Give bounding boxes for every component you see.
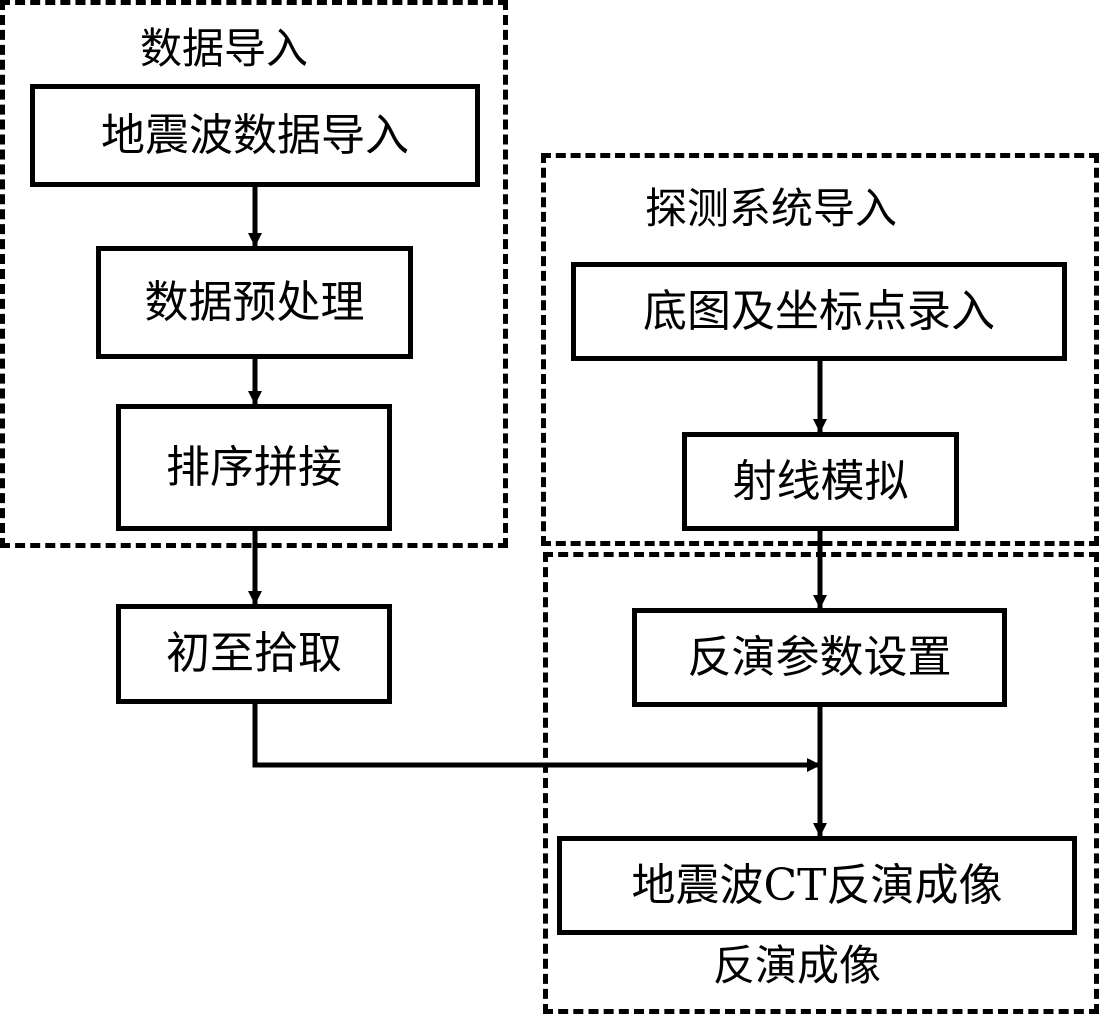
node-ray-simulation: 射线模拟 (682, 432, 959, 531)
group-data-import-title: 数据导入 (140, 24, 309, 73)
group-inversion-imaging-title: 反演成像 (713, 941, 882, 990)
node-seismic-ct-inversion-imaging: 地震波CT反演成像 (557, 836, 1077, 935)
node-basemap-coordinates-input: 底图及坐标点录入 (571, 262, 1067, 361)
node-inversion-parameter-setting: 反演参数设置 (632, 608, 1007, 707)
node-data-preprocessing: 数据预处理 (96, 246, 413, 359)
edge-arrow (252, 704, 821, 772)
node-first-arrival-picking: 初至拾取 (116, 604, 392, 704)
node-sort-splice: 排序拼接 (116, 404, 392, 531)
group-detection-system-import-title: 探测系统导入 (645, 184, 898, 233)
node-seismic-data-import: 地震波数据导入 (30, 84, 480, 187)
